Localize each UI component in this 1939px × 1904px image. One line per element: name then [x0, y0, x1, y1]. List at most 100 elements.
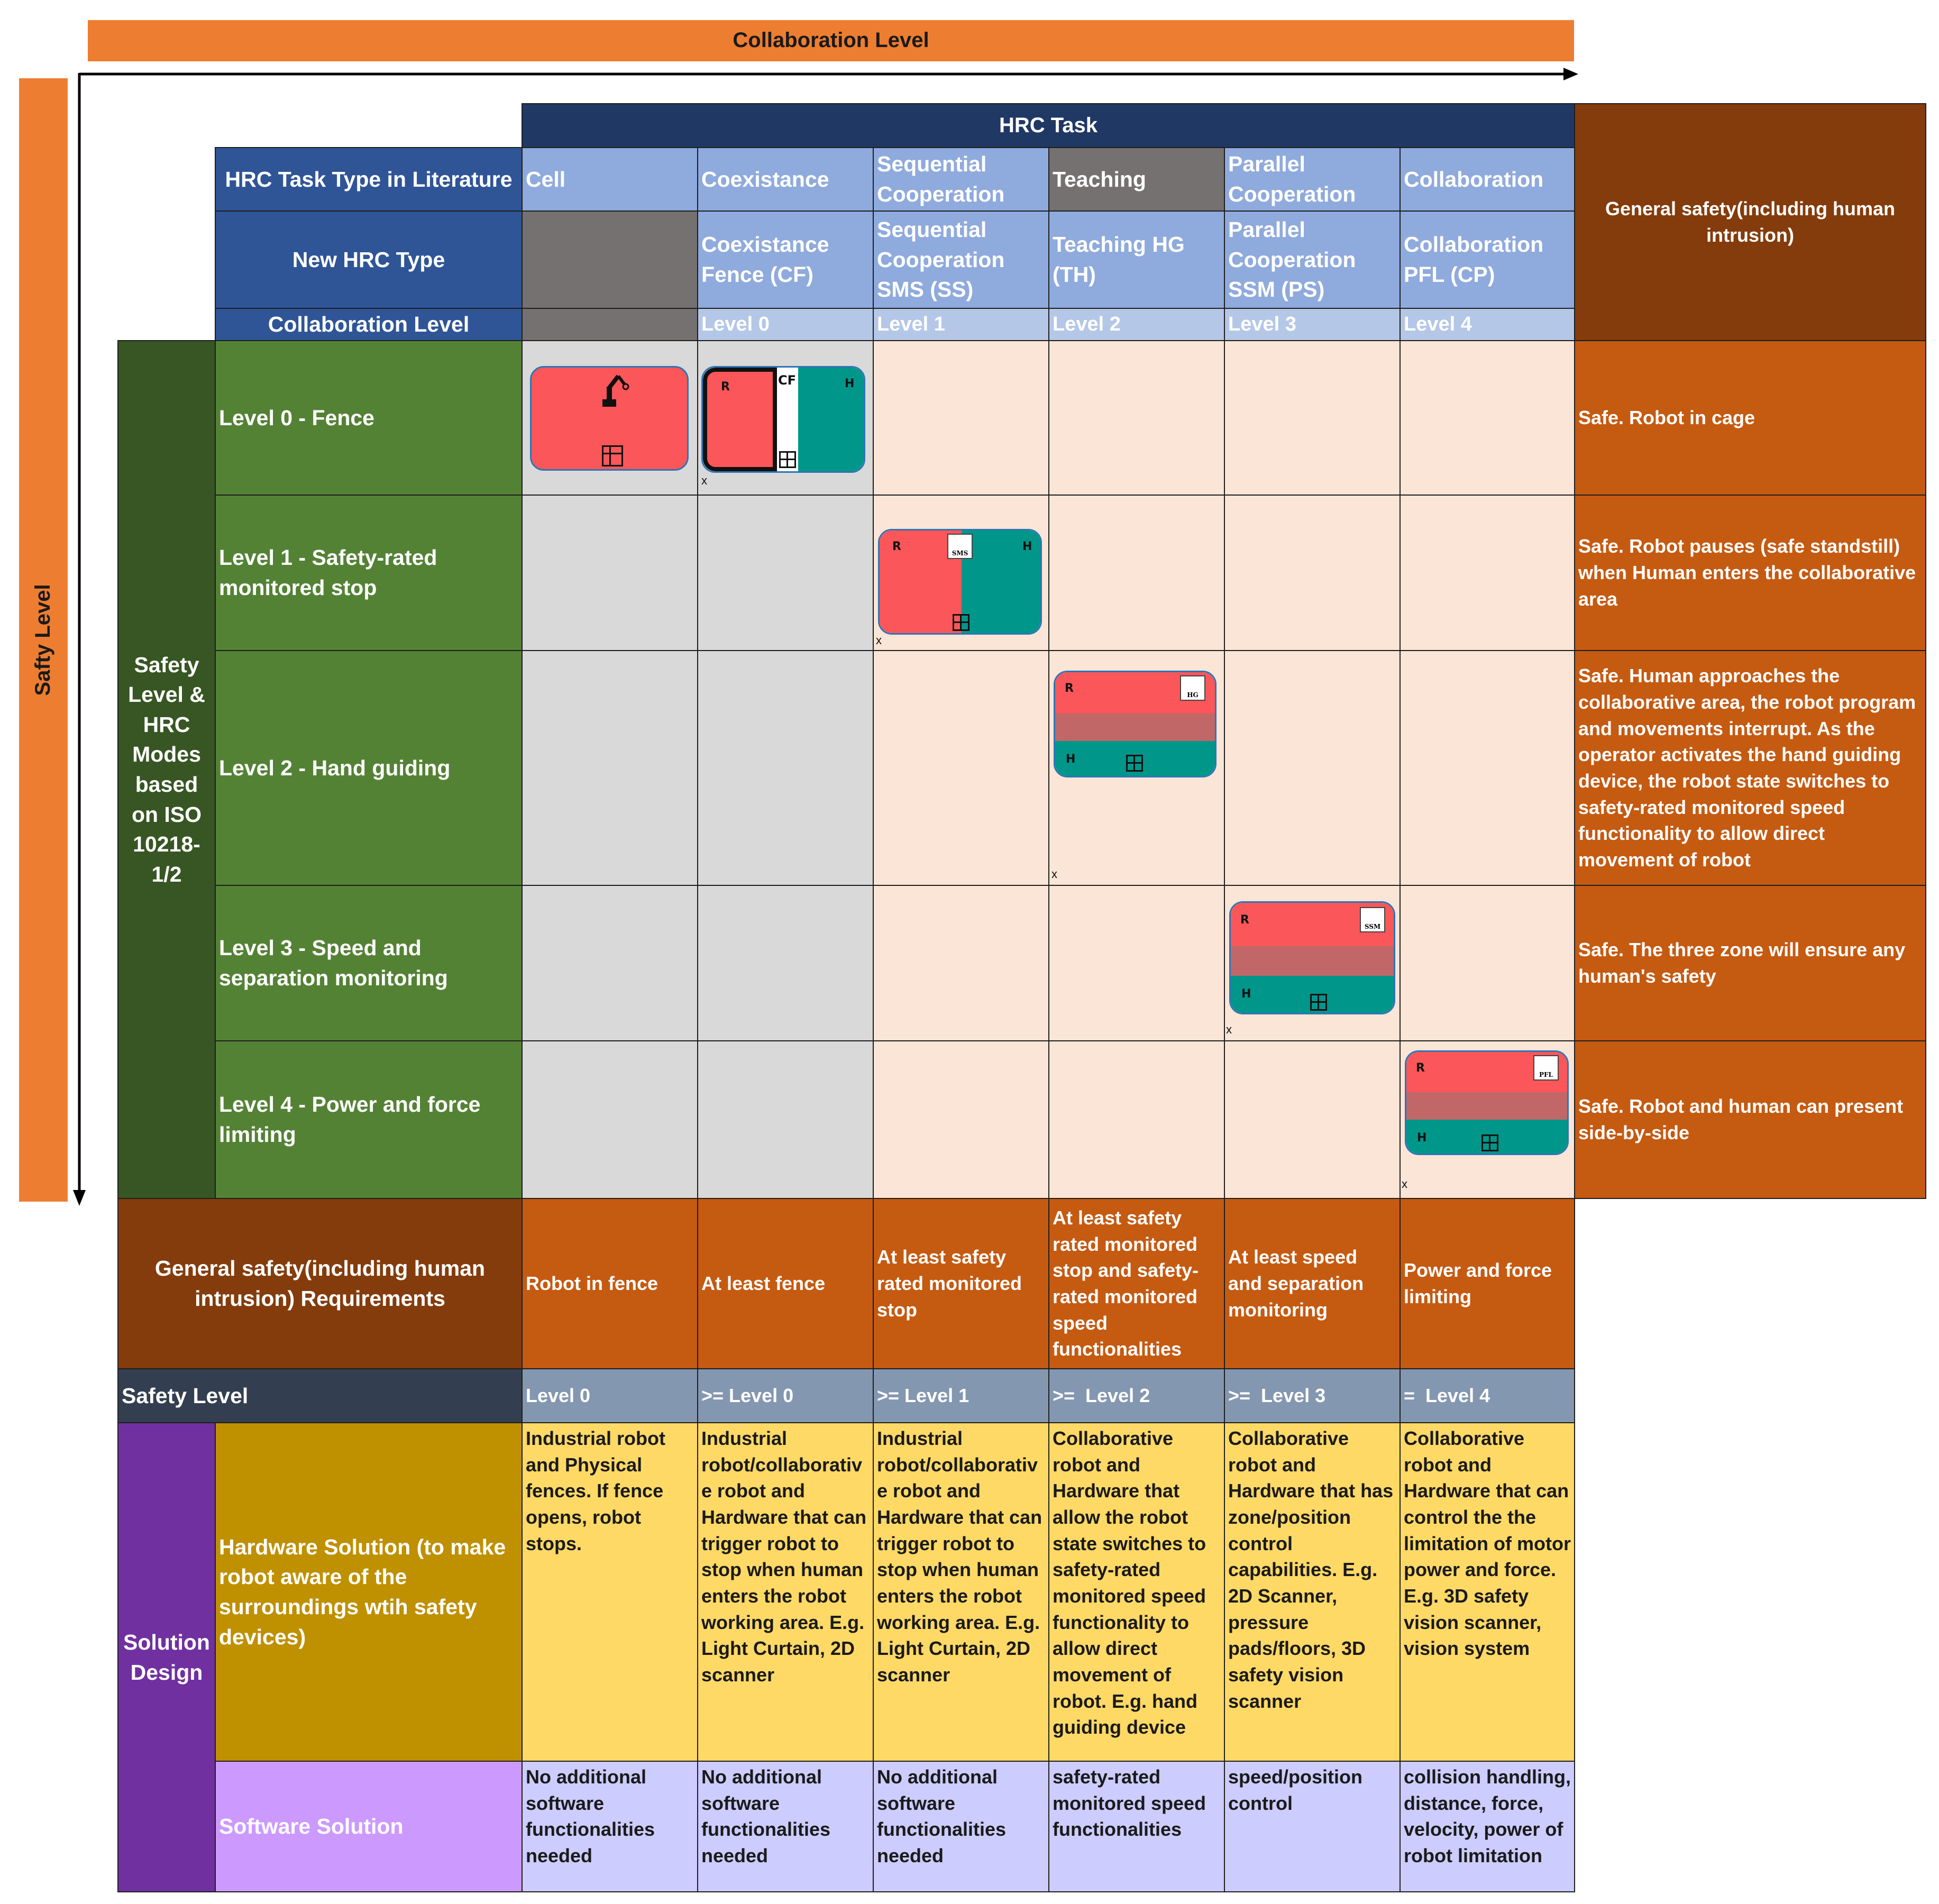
grid-cell: [1400, 495, 1575, 651]
grid-cell: [522, 495, 698, 651]
hrc-task-header: HRC Task: [522, 103, 1575, 149]
grid-cell: [873, 650, 1049, 886]
new-type-cell: Coexistance Fence (CF): [697, 210, 874, 309]
task-type-label: HRC Task Type in Literature: [215, 147, 523, 212]
grid-cell: [1048, 1040, 1225, 1199]
hand-guiding-icon: R H HG: [1054, 671, 1217, 777]
fence-badge-label: CF: [778, 373, 797, 388]
grid-marker-icon: [1126, 755, 1143, 772]
corner-x: x: [1402, 1177, 1407, 1191]
safety-modes-label: Safety Level & HRC Modes based on ISO 10…: [117, 340, 216, 1199]
safety-row-label: Level 2 - Hand guiding: [215, 650, 523, 886]
collab-level-cell: Level 0: [697, 308, 874, 341]
safety-row-desc: Safe. Robot in cage: [1574, 340, 1926, 496]
collab-level-cell: [522, 308, 698, 341]
hardware-cell: Collaborative robot and Hardware that al…: [1048, 1422, 1225, 1762]
collaboration-axis-label: Collaboration Level: [733, 29, 929, 52]
coexistance-fence-icon: R H CF: [701, 366, 865, 473]
hardware-cell: Industrial robot/collaborativ e robot an…: [873, 1422, 1049, 1762]
corner-x: x: [876, 634, 882, 647]
human-zone-label: H: [1022, 540, 1032, 553]
safety-row-label: Level 3 - Speed and separation monitorin…: [215, 885, 523, 1041]
grid-cell: [1224, 650, 1401, 886]
safety-row-label: Level 1 - Safety-rated monitored stop: [215, 495, 523, 651]
grid-cell: [1400, 885, 1575, 1041]
grid-cell: [522, 650, 698, 886]
software-cell: No additional software functionalities n…: [697, 1761, 874, 1892]
collab-level-cell: Level 3: [1224, 308, 1401, 341]
collab-level-cell: Level 2: [1048, 308, 1225, 341]
grid-cell: [1048, 340, 1225, 496]
grid-cell: [873, 1040, 1049, 1199]
grid-marker-icon: [602, 445, 623, 466]
cell-cage-icon: [530, 366, 689, 471]
grid-marker-icon: [1310, 994, 1327, 1011]
grid-cell: [697, 650, 874, 886]
human-zone-label: H: [1066, 753, 1076, 766]
software-cell: safety-rated monitored speed functionali…: [1048, 1761, 1225, 1892]
collab-level-label: Collaboration Level: [215, 308, 523, 341]
safety-row-desc: Safe. Robot and human can present side-b…: [1574, 1040, 1926, 1199]
hardware-cell: Collaborative robot and Hardware that ha…: [1224, 1422, 1401, 1762]
collaboration-axis-bar: Collaboration Level: [88, 20, 1574, 61]
grid-cell: [697, 495, 874, 651]
grid-cell: [1224, 495, 1401, 651]
safety-row-desc: Safe. Robot pauses (safe standstill) whe…: [1574, 495, 1926, 651]
new-type-cell: Collaboration PFL (CP): [1400, 210, 1575, 309]
safety-row-desc: Safe. Human approaches the collaborative…: [1574, 650, 1926, 886]
grid-cell: [873, 340, 1049, 496]
sms-badge-icon: SMS: [947, 534, 973, 559]
robot-arm-icon: [602, 374, 629, 407]
robot-zone-label: R: [721, 380, 730, 393]
hardware-cell: Collaborative robot and Hardware that ca…: [1400, 1422, 1575, 1762]
safety-level-cell: >= Level 0: [697, 1368, 874, 1423]
safety-row-label: Level 0 - Fence: [215, 340, 523, 496]
new-type-cell: Parallel Cooperation SSM (PS): [1224, 210, 1401, 309]
requirement-cell: At least safety rated monitored stop: [873, 1198, 1049, 1369]
task-type-cell: Collaboration: [1400, 147, 1575, 212]
task-type-cell: Sequential Cooperation: [873, 147, 1049, 212]
software-cell: No additional software functionalities n…: [522, 1761, 698, 1892]
safety-axis-bar: Safty Level: [19, 78, 68, 1202]
new-type-cell: Sequential Cooperation SMS (SS): [873, 210, 1049, 309]
grid-cell: [1224, 340, 1401, 496]
new-type-cell: [522, 210, 698, 309]
safety-level-cell: = Level 4: [1400, 1368, 1575, 1423]
grid-cell: [1224, 1040, 1401, 1199]
robot-zone-label: R: [1240, 913, 1249, 927]
hardware-cell: Industrial robot/collaborativ e robot an…: [697, 1422, 874, 1762]
grid-cell: [522, 1040, 698, 1199]
collab-level-cell: Level 1: [873, 308, 1049, 341]
safety-level-cell: Level 0: [522, 1368, 698, 1423]
pfl-mode-icon: R H PFL: [1405, 1050, 1569, 1155]
requirement-cell: At least speed and separation monitoring: [1224, 1198, 1401, 1369]
human-zone-label: H: [845, 377, 855, 390]
grid-marker-icon: [1481, 1134, 1498, 1151]
grid-marker-icon: [953, 614, 969, 631]
sms-mode-icon: R H SMS: [878, 529, 1042, 635]
task-type-cell: Coexistance: [697, 147, 874, 212]
grid-cell: [697, 885, 874, 1041]
safety-row-label: Level 4 - Power and force limiting: [215, 1040, 523, 1199]
grid-cell: [1400, 340, 1575, 496]
requirement-cell: At least fence: [697, 1198, 874, 1369]
safety-level-cell: >= Level 2: [1048, 1368, 1225, 1423]
robot-zone-label: R: [1065, 682, 1074, 695]
safety-level-label: Safety Level: [117, 1368, 523, 1423]
hg-badge-icon: HG: [1180, 675, 1205, 701]
task-type-cell: Teaching: [1048, 147, 1225, 212]
requirement-cell: Power and force limiting: [1400, 1198, 1575, 1369]
general-safety-header: General safety(including human intrusion…: [1574, 103, 1926, 341]
requirement-cell: At least safety rated monitored stop and…: [1048, 1198, 1225, 1369]
human-zone-label: H: [1417, 1131, 1427, 1145]
task-type-cell: Parallel Cooperation: [1224, 147, 1401, 212]
solution-design-label: Solution Design: [117, 1422, 216, 1892]
grid-marker-icon: [779, 451, 796, 468]
grid-cell: [1400, 650, 1575, 886]
grid-cell: [873, 885, 1049, 1041]
grid-cell: [1048, 495, 1225, 651]
software-cell: speed/position control: [1224, 1761, 1401, 1892]
task-type-cell: Cell: [522, 147, 698, 212]
corner-x: x: [701, 474, 707, 487]
